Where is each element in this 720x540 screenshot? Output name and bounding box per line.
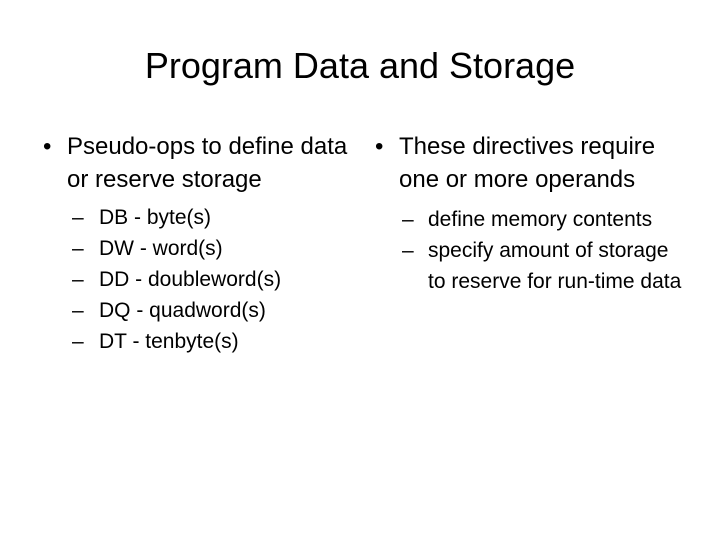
bullet-dot-icon: • [43,133,52,160]
bullet-level2-text: define memory contents [428,208,653,231]
sub-bullet-list: – DB - byte(s) – DW - word(s) – DD - dou… [36,202,356,357]
bullet-dash-icon: – [72,237,84,260]
bullet-level1-text: Pseudo-ops to define data or reserve sto… [67,133,348,193]
list-item: – DD - doubleword(s) [68,264,356,295]
bullet-level2-text: DT - tenbyte(s) [99,330,239,353]
bullet-level1: • Pseudo-ops to define data or reserve s… [36,130,356,196]
bullet-dot-icon: • [375,133,384,160]
list-item: – define memory contents [398,204,688,235]
bullet-level2-text: DQ - quadword(s) [99,299,266,322]
list-item: – DT - tenbyte(s) [68,326,356,357]
sub-bullet-list: – define memory contents – specify amoun… [368,204,688,297]
bullet-level2-text: DB - byte(s) [99,206,212,229]
bullet-dash-icon: – [402,208,414,231]
bullet-dash-icon: – [402,239,414,262]
page-title: Program Data and Storage [144,45,576,86]
list-item: – specify amount of storage to reserve f… [398,235,688,297]
bullet-level1-text: These directives require one or more ope… [399,133,656,193]
bullet-level2-text: specify amount of storage to reserve for… [428,239,682,293]
bullet-dash-icon: – [72,299,84,322]
bullet-dash-icon: – [72,330,84,353]
list-item: – DQ - quadword(s) [68,295,356,326]
bullet-dash-icon: – [72,268,84,291]
list-item: – DW - word(s) [68,233,356,264]
slide-body: • Pseudo-ops to define data or reserve s… [0,130,720,430]
content-column-left: • Pseudo-ops to define data or reserve s… [36,130,356,357]
bullet-level2-text: DD - doubleword(s) [99,268,282,291]
bullet-level2-text: DW - word(s) [99,237,223,260]
bullet-dash-icon: – [72,206,84,229]
list-item: – DB - byte(s) [68,202,356,233]
bullet-level1: • These directives require one or more o… [368,130,688,196]
content-column-right: • These directives require one or more o… [368,130,688,297]
